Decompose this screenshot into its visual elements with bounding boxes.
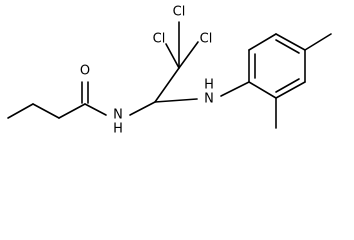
bond-methyl-para [304,33,332,51]
amine-hydrogen-label: H [204,78,214,93]
bond-ch-ccl3 [154,67,180,103]
ring-double-2 [275,39,300,54]
bond-c1-c2 [7,103,34,119]
ring-bond-6 [248,81,277,99]
chlorine-right-label: Cl [200,32,213,47]
bond-ch-nh [154,98,198,103]
amine-nitrogen-label: N [204,92,214,107]
ring-double-3 [275,78,300,93]
bond-c-cl-right [178,41,199,69]
bond-c-cl-left [165,43,180,69]
bond-n-ch [129,101,156,116]
ring-bond-3 [275,33,306,51]
bond-nh-aryl [220,81,250,97]
bond-c3-c4 [58,103,86,119]
amide-nitrogen-label: N [113,108,123,123]
chlorine-top-label: Cl [173,5,186,20]
chlorine-left-label: Cl [153,32,166,47]
ring-bond-5 [275,81,306,99]
structure-diagram: O N H N H Cl Cl Cl [7,5,332,137]
bond-c2-c3 [32,103,60,119]
amide-hydrogen-label: H [113,122,123,137]
molecule-svg: O N H N H Cl Cl Cl [7,5,332,137]
bond-c4-n [84,103,107,116]
oxygen-label: O [80,64,90,79]
ring-bond-2 [248,33,277,51]
